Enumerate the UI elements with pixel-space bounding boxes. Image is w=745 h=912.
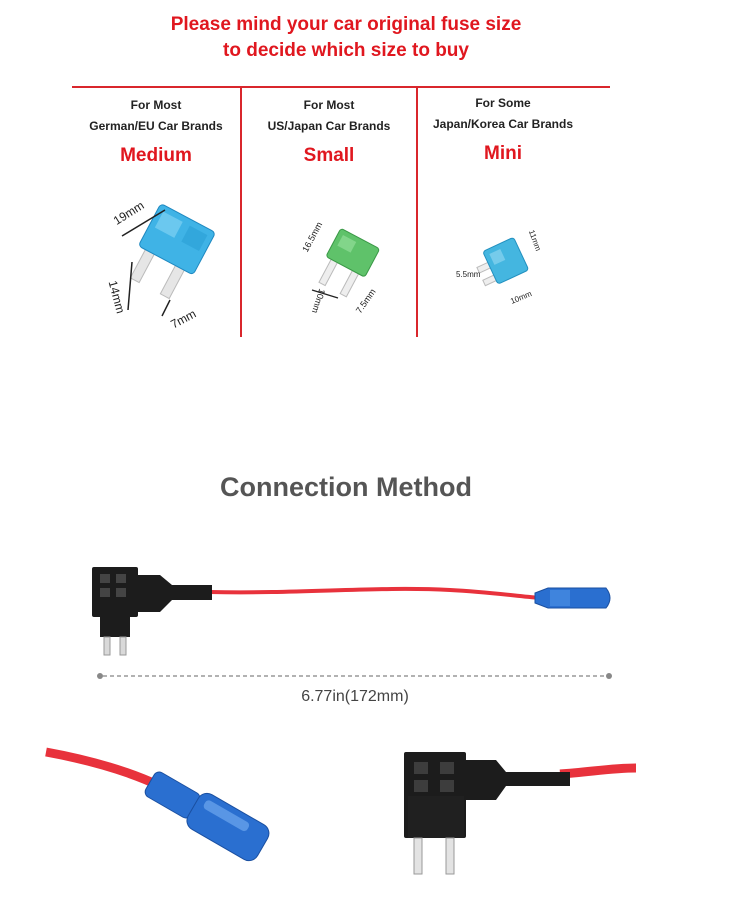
table-divider-1 — [240, 87, 242, 337]
length-measurement-label: 6.77in(172mm) — [301, 688, 409, 705]
table-top-rule — [72, 86, 610, 88]
column-line-1: For Most — [130, 98, 182, 112]
connection-method-title: Connection Method — [220, 472, 472, 502]
column-line-2: German/EU Car Brands — [89, 119, 223, 133]
column-line-2: Japan/Korea Car Brands — [432, 117, 574, 131]
column-line-1: For Most — [303, 98, 355, 112]
fuse-size-label: Small — [303, 145, 355, 166]
table-divider-2 — [416, 87, 418, 337]
column-line-2: US/Japan Car Brands — [267, 119, 391, 133]
mini-dim-thickness: 5.5mm — [456, 270, 481, 279]
column-line-1: For Some — [475, 96, 531, 110]
headline-line-1: Please mind your car original fuse size — [170, 14, 522, 35]
fuse-column-small: For Most US/Japan Car Brands Small — [242, 95, 416, 167]
fuse-size-label: Mini — [484, 143, 522, 164]
fuse-column-mini: For Some Japan/Korea Car Brands Mini — [418, 93, 588, 165]
fuse-size-label: Medium — [120, 145, 192, 166]
fuse-column-medium: For Most German/EU Car Brands Medium — [72, 95, 240, 167]
headline-line-2: to decide which size to buy — [223, 40, 469, 61]
